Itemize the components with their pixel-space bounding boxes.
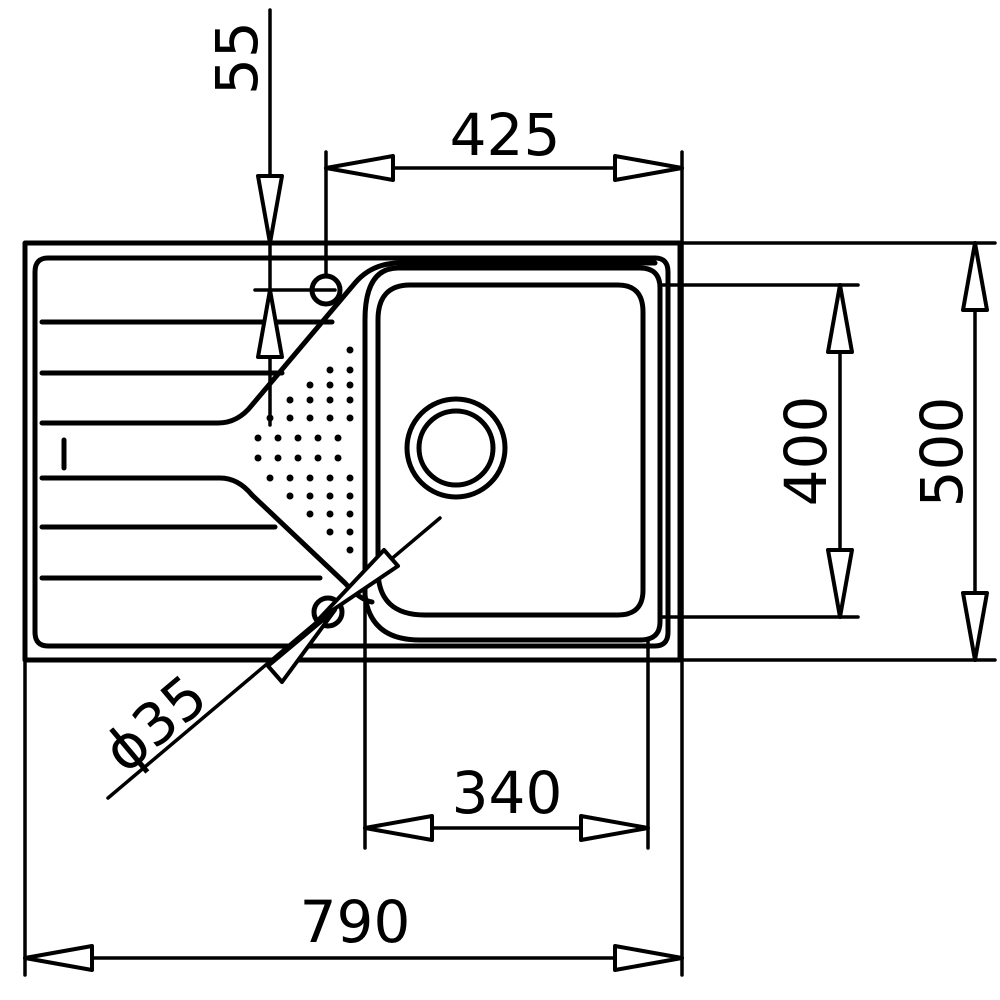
sink-bowl [362, 265, 663, 643]
dimension-label-790: 790 [300, 888, 411, 956]
drain-icon [404, 396, 508, 500]
dimension-label-340: 340 [452, 759, 563, 827]
tap-hole-lower [311, 595, 345, 629]
dimension-790: 790 [23, 658, 684, 977]
dimension-55: 55 [203, 8, 337, 427]
dimension-425: 425 [324, 101, 684, 662]
strainer-dots [254, 346, 354, 554]
dimension-label-55: 55 [203, 21, 271, 95]
dimension-500: 500 [678, 241, 997, 662]
dimension-340: 340 [363, 558, 650, 850]
dimension-label-500: 500 [908, 397, 976, 508]
dimension-400: 400 [658, 283, 860, 619]
dimension-label-425: 425 [450, 101, 561, 169]
dimension-label-400: 400 [772, 396, 840, 507]
dimension-label-diameter-35: ϕ35 [90, 662, 220, 786]
sink-outline [22, 240, 683, 663]
